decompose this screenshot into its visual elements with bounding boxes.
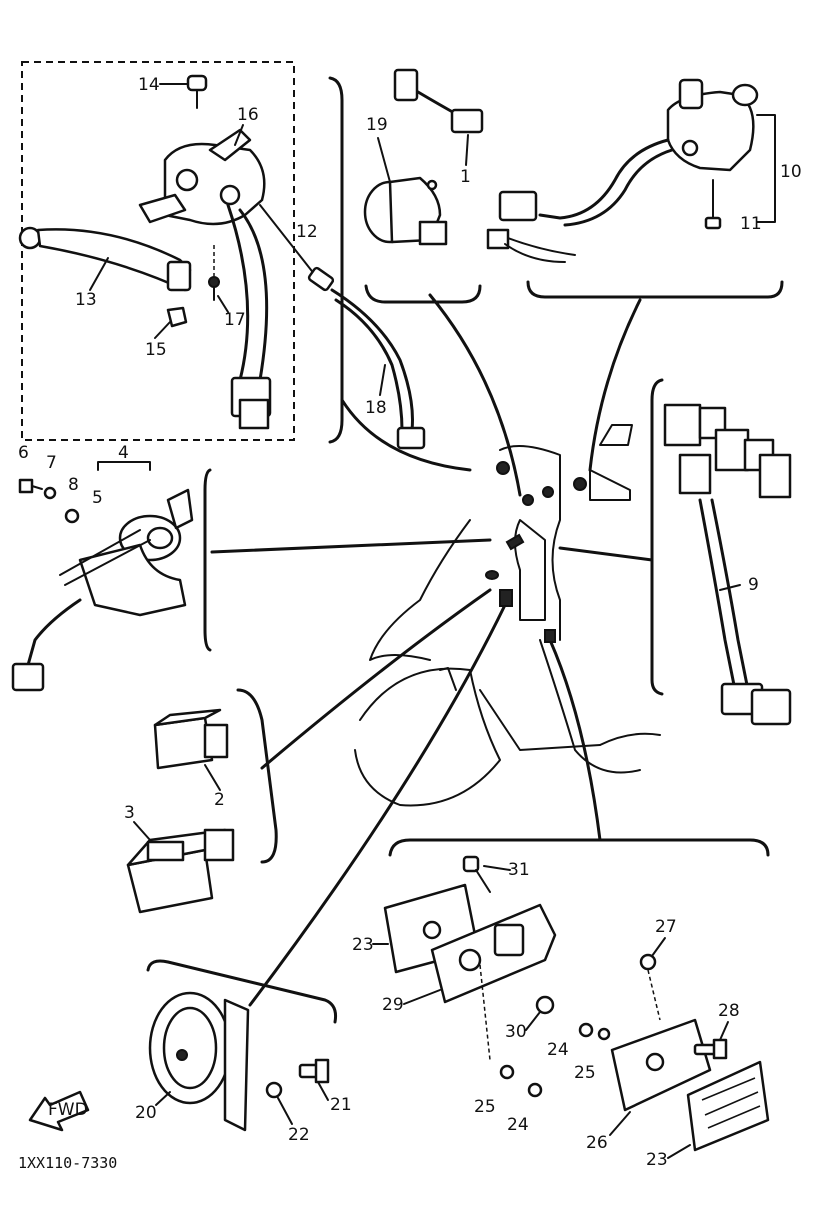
part-10-right-switch (486, 78, 759, 263)
callout-17: 17 (224, 310, 246, 330)
callout-14: 14 (138, 75, 160, 95)
callout-31: 31 (508, 860, 530, 880)
callout-4: 4 (118, 443, 129, 463)
part-29-housing (430, 903, 557, 1004)
bracket-10 (756, 114, 776, 223)
part-9-harness (663, 403, 792, 726)
fwd-arrow: FWD (28, 1090, 90, 1132)
bracket-20-22 (146, 959, 337, 1024)
callout-25-upper: 25 (574, 1063, 596, 1083)
part-27-nut (639, 953, 661, 1021)
callout-30: 30 (505, 1022, 527, 1042)
callout-13: 13 (75, 290, 97, 310)
bracket-1-19 (364, 284, 482, 304)
part-2-relay (153, 708, 229, 770)
part-14-screw (186, 74, 208, 109)
part-18-wire (307, 266, 426, 450)
part-26-plate (610, 1018, 712, 1112)
part-13-lever (18, 226, 192, 292)
callout-18: 18 (365, 398, 387, 418)
bracket-12 (328, 76, 344, 444)
callout-5: 5 (92, 488, 103, 508)
leader-lines (210, 293, 654, 1007)
part-4-main-switch (11, 488, 194, 692)
callout-leaders (89, 83, 741, 1159)
callout-9: 9 (748, 575, 759, 595)
callout-1: 1 (460, 167, 471, 187)
bracket-2-3 (236, 688, 278, 864)
part-6-bolt (18, 478, 43, 494)
scooter-body (354, 424, 661, 807)
callout-24-lower: 24 (507, 1115, 529, 1135)
callout-20: 20 (135, 1103, 157, 1123)
callout-28: 28 (718, 1001, 740, 1021)
part-19-relay (363, 176, 448, 246)
callout-7: 7 (46, 453, 57, 473)
left-switch-cable (226, 203, 316, 430)
group-brackets (21, 61, 784, 1024)
callout-23-right: 23 (646, 1150, 668, 1170)
callout-27: 27 (655, 917, 677, 937)
bracket-4 (97, 461, 151, 471)
callout-29: 29 (382, 995, 404, 1015)
callout-15: 15 (145, 340, 167, 360)
bracket-10-11 (526, 280, 784, 299)
callout-26: 26 (586, 1133, 608, 1153)
part-15-nut (166, 306, 188, 328)
callout-6: 6 (18, 443, 29, 463)
callout-10: 10 (780, 162, 802, 182)
callout-21: 21 (330, 1095, 352, 1115)
bracket-23-31 (388, 838, 770, 857)
callout-24-upper: 24 (547, 1040, 569, 1060)
bracket-9 (650, 378, 664, 696)
part-22-nut (265, 1081, 283, 1099)
callout-12: 12 (296, 222, 318, 242)
part-11-screw (704, 179, 722, 230)
callout-3: 3 (124, 803, 135, 823)
part-23-lens-right (686, 1060, 770, 1152)
part-30-nut (535, 995, 555, 1015)
callout-8: 8 (68, 475, 79, 495)
callout-2: 2 (214, 790, 225, 810)
part-7-washer (43, 486, 57, 500)
part-1-plug (393, 68, 484, 134)
part-17-screw (208, 245, 220, 301)
part-16-left-switch (138, 128, 266, 226)
part-20-horn (148, 991, 250, 1132)
part-8-nut (64, 508, 80, 524)
fwd-label: FWD (48, 1100, 88, 1120)
part-3-flasher (126, 828, 235, 914)
callout-19: 19 (366, 115, 388, 135)
drawing-code: 1XX110-7330 (18, 1154, 117, 1172)
callout-22: 22 (288, 1125, 310, 1145)
callout-16: 16 (237, 105, 259, 125)
bracket-4-8 (203, 468, 212, 652)
part-24-25-fasteners (479, 964, 611, 1098)
callout-25-lower: 25 (474, 1097, 496, 1117)
callout-labels: 1 2 3 4 5 6 7 8 9 10 11 12 13 14 15 16 1… (18, 75, 802, 1170)
left-handlebar-group-box (21, 61, 295, 441)
callout-23-left: 23 (352, 935, 374, 955)
callout-11: 11 (740, 214, 762, 234)
part-21-bolt (298, 1058, 330, 1084)
part-31-screw (462, 855, 491, 893)
